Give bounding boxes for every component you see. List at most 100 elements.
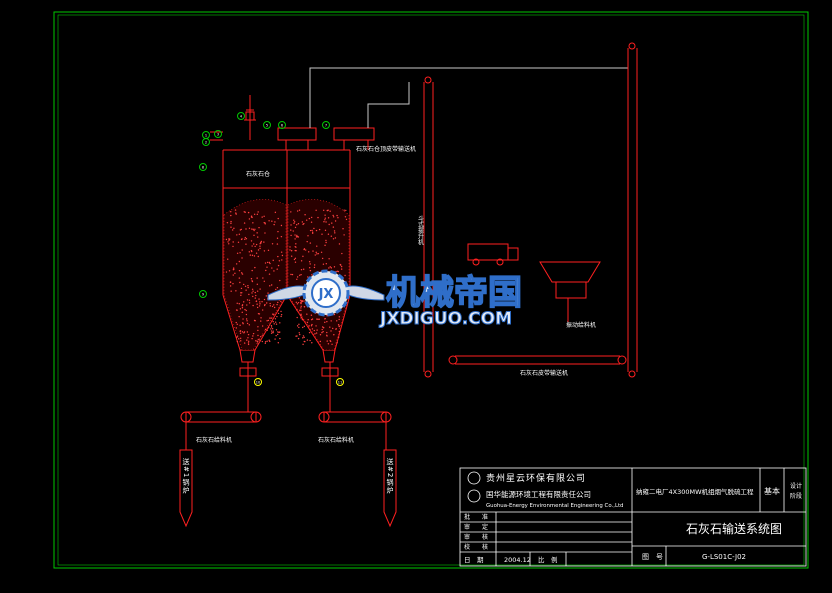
material-dot bbox=[324, 244, 326, 247]
material-dot bbox=[250, 216, 253, 218]
material-dot bbox=[272, 331, 274, 334]
material-dot bbox=[243, 222, 246, 224]
material-dot bbox=[276, 333, 279, 336]
material-dot bbox=[277, 217, 279, 220]
material-dot bbox=[248, 302, 251, 304]
company-name-en: Guohua-Energy Environmental Engineering … bbox=[486, 503, 623, 509]
material-dot bbox=[315, 325, 317, 327]
material-dot bbox=[310, 318, 313, 321]
material-dot bbox=[266, 261, 269, 264]
drawing-no-label: 图 号 bbox=[642, 553, 663, 561]
material-dot bbox=[307, 319, 309, 321]
material-dot bbox=[242, 318, 244, 320]
material-dot bbox=[239, 330, 241, 333]
material-dot bbox=[245, 238, 248, 240]
material-dot bbox=[317, 318, 319, 321]
stage-label: 基本 bbox=[764, 486, 780, 496]
material-dot bbox=[279, 322, 281, 324]
elevator-label: 斗式提升机 bbox=[417, 215, 424, 246]
material-dot bbox=[275, 334, 277, 337]
material-dot bbox=[245, 243, 247, 245]
material-dot bbox=[257, 255, 259, 258]
material-dot bbox=[251, 228, 253, 230]
material-dot bbox=[274, 321, 277, 323]
callout-number: 9 bbox=[202, 293, 204, 297]
material-dot bbox=[270, 317, 272, 319]
material-dot bbox=[341, 252, 343, 255]
material-dot bbox=[261, 309, 264, 311]
material-dot bbox=[332, 238, 335, 240]
material-dot bbox=[277, 230, 279, 233]
material-dot bbox=[267, 319, 270, 322]
receiving-hopper bbox=[539, 261, 601, 322]
material-dot bbox=[234, 209, 237, 211]
material-dot bbox=[243, 332, 245, 334]
material-dot bbox=[328, 267, 330, 269]
stage-label-3: 阶段 bbox=[790, 492, 802, 500]
material-dot bbox=[246, 304, 248, 306]
material-dot bbox=[310, 325, 313, 327]
material-dot bbox=[253, 255, 256, 257]
material-dot bbox=[248, 293, 250, 296]
material-dot bbox=[225, 238, 228, 241]
material-dot bbox=[311, 231, 314, 233]
material-dot bbox=[238, 315, 240, 318]
material-dot bbox=[300, 317, 302, 319]
material-dot bbox=[237, 241, 240, 243]
material-dot bbox=[240, 294, 242, 297]
material-dot bbox=[246, 322, 249, 325]
material-dot bbox=[276, 315, 278, 318]
material-dot bbox=[248, 227, 251, 230]
material-dot bbox=[317, 252, 320, 255]
material-dot bbox=[243, 301, 245, 303]
drawing-title: 石灰石输送系统图 bbox=[686, 521, 782, 536]
material-dot bbox=[232, 241, 234, 243]
material-dot bbox=[263, 280, 265, 283]
material-dot bbox=[342, 228, 344, 230]
material-dot bbox=[277, 312, 280, 315]
material-dot bbox=[256, 306, 259, 309]
material-dot bbox=[257, 329, 259, 332]
material-dot bbox=[322, 209, 325, 211]
material-dot bbox=[238, 269, 241, 272]
material-dot bbox=[254, 266, 256, 269]
material-dot bbox=[300, 313, 302, 315]
conveyor-label: 石灰石皮带输送机 bbox=[520, 369, 568, 377]
material-dot bbox=[300, 305, 302, 307]
material-dot bbox=[264, 341, 267, 343]
material-dot bbox=[275, 323, 278, 325]
material-dot bbox=[329, 210, 331, 212]
material-dot bbox=[308, 267, 311, 269]
material-dot bbox=[289, 249, 291, 251]
material-dot bbox=[332, 216, 335, 218]
callout-balloon bbox=[199, 163, 207, 171]
material-dot bbox=[243, 283, 245, 286]
material-dot bbox=[251, 288, 254, 290]
material-dot bbox=[290, 229, 292, 231]
material-dot bbox=[316, 318, 318, 320]
material-dot bbox=[296, 276, 299, 278]
material-dot bbox=[256, 277, 258, 279]
material-dot bbox=[326, 334, 328, 336]
material-dot bbox=[302, 343, 304, 346]
material-dot bbox=[325, 221, 327, 223]
material-dot bbox=[275, 329, 278, 331]
material-dot bbox=[333, 266, 336, 268]
material-dot bbox=[296, 303, 299, 305]
material-dot bbox=[235, 327, 238, 329]
material-dot bbox=[264, 223, 266, 225]
belt-conveyor bbox=[448, 355, 627, 365]
material-dot bbox=[252, 295, 254, 298]
material-dot bbox=[338, 243, 341, 245]
material-dot bbox=[308, 217, 311, 220]
material-dot bbox=[226, 221, 229, 224]
material-dot bbox=[334, 237, 337, 239]
material-dot bbox=[240, 292, 242, 294]
material-dot bbox=[300, 299, 302, 302]
material-dot bbox=[328, 258, 330, 260]
material-dot bbox=[321, 233, 323, 235]
date-label: 日 期 bbox=[464, 556, 484, 564]
watermark-name: 机械帝国 bbox=[386, 273, 522, 313]
material-dot bbox=[302, 255, 304, 258]
